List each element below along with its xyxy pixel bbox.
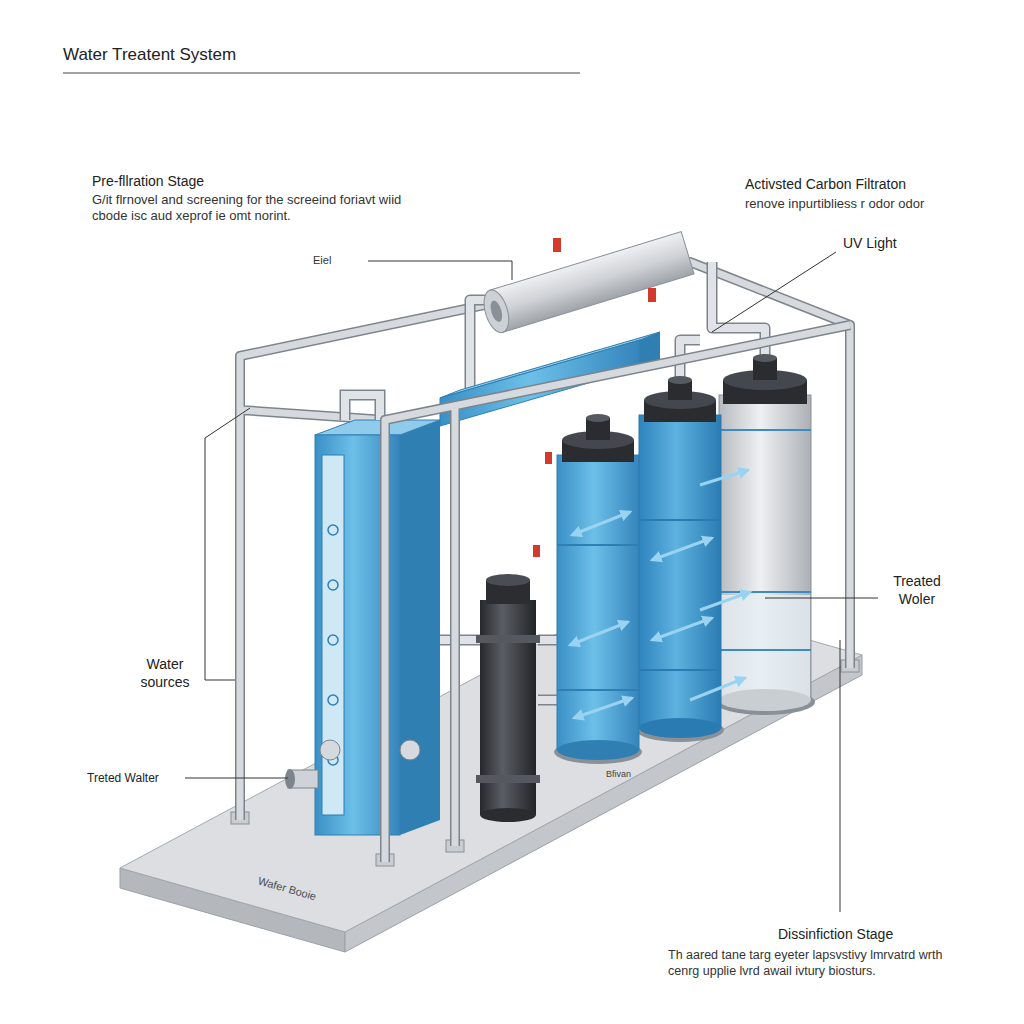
cylinder-port (488, 299, 504, 323)
stage-description: Th aared tane targ eyeter lapsvstivy lmr… (668, 948, 968, 979)
cylinder-body (490, 232, 694, 333)
stage-description: renove inpurtibliess r odor odor (745, 196, 935, 212)
flow-arrows (570, 470, 750, 718)
column-ring (636, 718, 724, 742)
leader-line (712, 252, 836, 332)
cylinder-bottom (480, 808, 536, 822)
leader-line (765, 598, 878, 599)
frame-pipe (385, 325, 850, 862)
window-symbol (328, 580, 338, 590)
label-box: Bfivan (606, 769, 631, 780)
inlet-opening (285, 769, 295, 789)
flange-band (476, 775, 540, 783)
duct-front (440, 340, 640, 426)
flow-arrow (652, 538, 712, 560)
pipe (345, 395, 380, 420)
flange (400, 740, 420, 760)
flange-band (476, 635, 540, 643)
valve (545, 452, 552, 464)
leader-line (368, 261, 512, 280)
flow-arrow (652, 618, 712, 640)
part-label: Water sources (135, 656, 195, 691)
leader-line (205, 408, 250, 680)
column-ring (554, 740, 642, 764)
leader-lines (185, 252, 878, 912)
tower-window (322, 455, 344, 815)
frame-pipe (385, 325, 850, 862)
label-box: Th aared tane targ eyeter lapsvstivy lmr… (668, 948, 968, 979)
diagram-title: Water Treatent System (63, 44, 236, 65)
column-band (719, 649, 811, 651)
column-band (639, 519, 721, 521)
label-box: Dissinfiction Stage (778, 926, 893, 944)
window-symbol (328, 695, 338, 705)
flow-arrow (700, 592, 750, 610)
stage-heading: Pre-fllration Stage (92, 173, 204, 191)
leader-line (840, 640, 841, 912)
column-band (557, 689, 639, 691)
column-knob-top (586, 414, 610, 422)
column-band (719, 429, 811, 431)
part-label: Eiel (313, 254, 331, 268)
valve (553, 238, 561, 252)
column-bottom (639, 718, 721, 738)
carbon-column (639, 415, 721, 728)
label-box: G/it flrnovel and screening for the scre… (92, 192, 422, 225)
flow-arrow (690, 678, 745, 700)
part-label: UV Light (843, 235, 897, 253)
flow-arrow (700, 470, 748, 485)
column-band (639, 669, 721, 671)
pipe (345, 395, 380, 420)
label-box: Eiel (313, 254, 331, 268)
cylinder-end (479, 287, 513, 336)
label-box: Pre-fllration Stage (92, 173, 204, 191)
uv-column (719, 395, 811, 700)
cylinder-cap-top (486, 574, 530, 586)
top-cylinder (479, 232, 694, 336)
title-box: Water Treatent System (63, 44, 236, 65)
part-label: Treted Walter (87, 771, 159, 786)
label-box: Water sources (135, 656, 195, 691)
title-rule (63, 73, 580, 74)
flow-arrow (570, 622, 628, 645)
valve (533, 545, 540, 557)
stage-heading: Activsted Carbon Filtraton (745, 176, 906, 194)
label-box: Activsted Carbon Filtraton (745, 176, 906, 194)
column-knob-top (668, 376, 692, 384)
column-band (719, 591, 811, 593)
label-box: renove inpurtibliess r odor odor (745, 196, 935, 212)
base-label: Bfivan (606, 769, 631, 780)
column-ring (715, 689, 815, 715)
part-label: Treated Woler (884, 573, 950, 608)
label-box: Wafer Booie (258, 874, 318, 888)
stage-description: G/it flrnovel and screening for the scre… (92, 192, 422, 225)
column-knob-top (753, 354, 777, 362)
window-symbol (328, 525, 338, 535)
flow-arrow (572, 512, 630, 535)
base-label: Wafer Booie (256, 874, 318, 904)
window-symbol (328, 635, 338, 645)
column-bottom (557, 740, 639, 760)
label-box: UV Light (843, 235, 897, 253)
filter-column (557, 455, 639, 750)
leader-line (185, 778, 288, 779)
tower-side (400, 420, 440, 835)
base-top (120, 591, 862, 932)
flange (320, 740, 340, 760)
flow-arrow (574, 698, 632, 718)
stage-heading: Dissinfiction Stage (778, 926, 893, 944)
column-bottom (719, 689, 811, 711)
column-window (720, 595, 810, 700)
label-box: Treted Walter (87, 771, 159, 786)
column-band (557, 544, 639, 546)
label-box: Treated Woler (884, 573, 950, 608)
valve (648, 288, 656, 302)
